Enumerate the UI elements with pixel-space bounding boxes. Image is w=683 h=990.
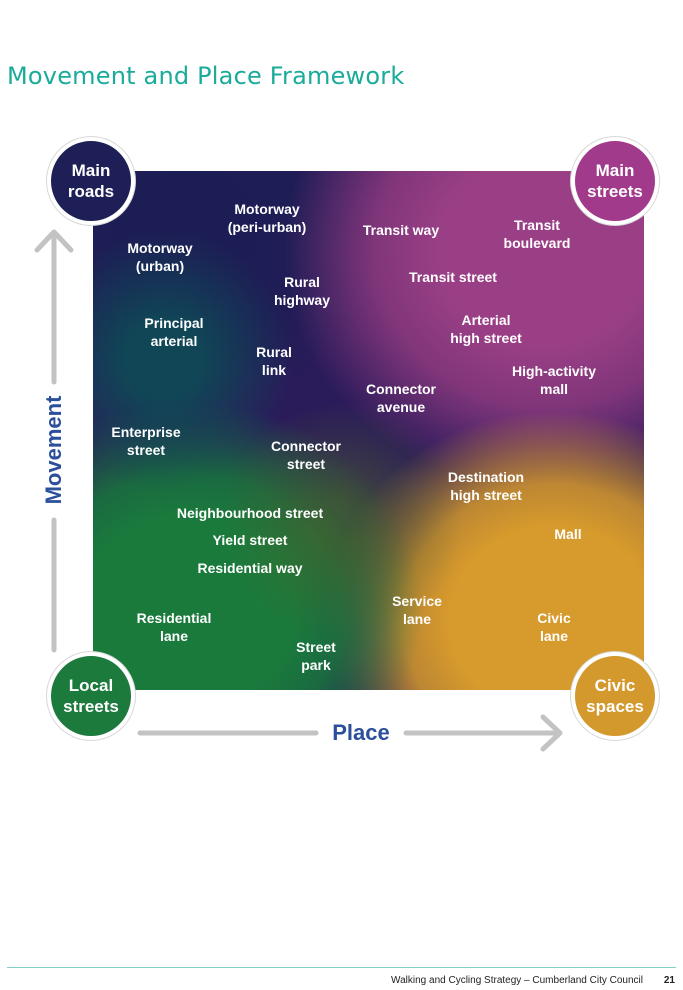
axis-label-movement: Movement [41, 395, 66, 505]
footer-text: Walking and Cycling Strategy – Cumberlan… [391, 975, 643, 986]
street-type-label: Mall [554, 526, 582, 542]
street-type-label: Motorway (peri-urban) [227, 201, 307, 235]
movement-place-matrix [93, 171, 644, 690]
street-type-label: Transit street [409, 269, 497, 285]
corner-main-streets: Main streets [571, 137, 659, 225]
street-type-label: High-activity mall [511, 363, 597, 397]
page-number: 21 [663, 975, 675, 986]
corner-civic-spaces: Civic spaces [571, 652, 659, 740]
street-type-label: Service lane [392, 593, 442, 627]
street-type-label: Residential lane [136, 610, 212, 644]
street-type-label: Civic lane [537, 610, 571, 644]
street-type-label: Rural highway [273, 274, 331, 308]
street-type-label: Principal arterial [144, 315, 204, 349]
street-type-label: Rural link [256, 344, 292, 378]
axis-label-place: Place [332, 720, 390, 745]
street-type-label: Arterial high street [450, 312, 522, 346]
street-type-label: Neighbourhood street [176, 505, 324, 521]
page-title: Movement and Place Framework [7, 62, 405, 90]
street-type-label: Transit way [362, 222, 440, 238]
corner-local-streets: Local streets [47, 652, 135, 740]
street-type-label: Yield street [212, 532, 288, 548]
street-type-label: Enterprise street [111, 424, 181, 458]
corner-main-roads: Main roads [47, 137, 135, 225]
street-type-label: Transit boulevard [503, 217, 571, 251]
street-type-label: Residential way [197, 560, 303, 576]
street-type-label: Connector street [271, 438, 341, 472]
street-type-label: Street park [296, 639, 336, 673]
street-type-label: Connector avenue [366, 381, 436, 415]
footer-divider [7, 967, 676, 968]
street-type-label: Motorway (urban) [127, 240, 193, 274]
street-type-label: Destination high street [447, 469, 525, 503]
